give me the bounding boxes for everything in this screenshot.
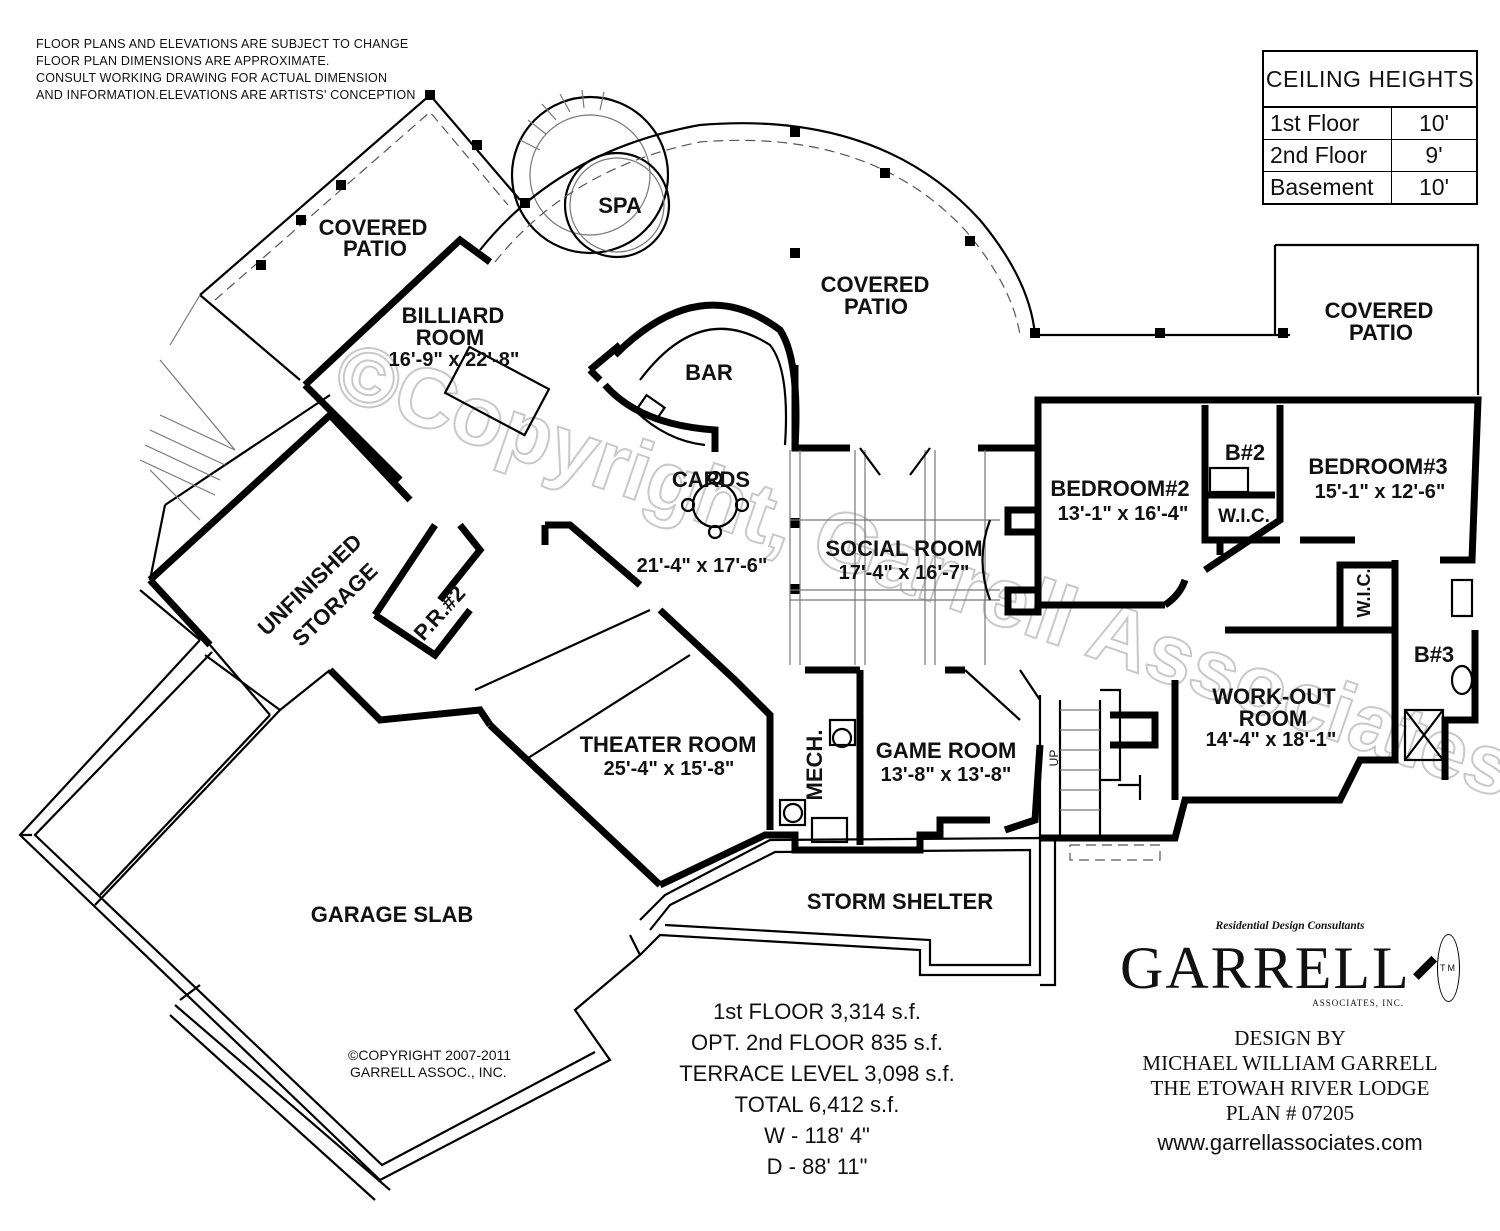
bedroom-2-dimension: 13'-1" x 16'-4": [1058, 503, 1189, 525]
billiard-table: [443, 345, 551, 437]
billiard-room-label: ROOM: [416, 325, 484, 350]
social-room-label: SOCIAL ROOM: [825, 536, 982, 561]
floor-height: 10': [1419, 174, 1449, 200]
main-stair: [1038, 688, 1161, 861]
disclaimer-line: CONSULT WORKING DRAWING FOR ACTUAL DIMEN…: [36, 71, 388, 85]
workout-room-label: WORK-OUT: [1212, 684, 1336, 709]
totals-line: 1st FLOOR 3,314 s.f.: [713, 999, 921, 1024]
disclaimer-line: AND INFORMATION.ELEVATIONS ARE ARTISTS' …: [36, 88, 416, 102]
patio-posts: [256, 90, 1288, 594]
bar-counter: [602, 301, 800, 452]
bath-3-label: B#3: [1414, 642, 1454, 667]
garage-slab-label: GARAGE SLAB: [311, 902, 474, 927]
ceiling-row: 1st Floor 10': [1264, 108, 1476, 140]
center-patio-label: COVERED: [821, 272, 930, 297]
spa-tub: [563, 151, 671, 259]
brand-block: Residential Design Consultants GARRELL T…: [1120, 920, 1460, 1156]
bath-2-label: B#2: [1225, 440, 1265, 465]
floor-name: 2nd Floor: [1264, 140, 1392, 171]
spa-label: SPA: [598, 193, 642, 218]
bedroom-2-label: BEDROOM#2: [1050, 476, 1189, 501]
copyright-line: ©COPYRIGHT 2007-2011: [348, 1047, 511, 1063]
left-patio-label: PATIO: [343, 236, 407, 261]
floor-name: 1st Floor: [1264, 108, 1392, 139]
bar-label: BAR: [685, 360, 733, 385]
left-patio-label: COVERED: [319, 215, 428, 240]
totals-line: TOTAL 6,412 s.f.: [734, 1092, 900, 1117]
workout-room-dimension: 14'-4" x 18'-1": [1206, 729, 1337, 751]
brand-tagline: Residential Design Consultants: [1215, 920, 1365, 932]
totals-line: OPT. 2nd FLOOR 835 s.f.: [691, 1030, 943, 1055]
billiard-room-label: BILLIARD: [402, 303, 505, 328]
cards-label: CARDS: [672, 467, 750, 492]
ceiling-row: 2nd Floor 9': [1264, 140, 1476, 172]
right-patio-label: COVERED: [1325, 298, 1434, 323]
left-patio-edge: [199, 93, 521, 296]
wic-label: W.I.C.: [1218, 506, 1270, 527]
diamond-icon: [1412, 955, 1437, 981]
garage-outline: [18, 394, 642, 1201]
brand-logo: GARRELL TM: [1120, 934, 1460, 1002]
theater-room-label: THEATER ROOM: [580, 732, 757, 757]
spiral-stair: [510, 89, 670, 255]
bedroom-3-label: BEDROOM#3: [1308, 454, 1447, 479]
exterior-steps: [139, 414, 236, 521]
ceiling-heights-table: CEILING HEIGHTS 1st Floor 10' 2nd Floor …: [1262, 50, 1478, 205]
plan-number: PLAN # 07205: [1225, 1101, 1355, 1125]
mech-room-label: MECH.: [802, 730, 827, 801]
disclaimer-line: FLOOR PLAN DIMENSIONS ARE APPROXIMATE.: [36, 54, 330, 68]
right-patio-edge: [1275, 243, 1480, 395]
center-patio-edge: [479, 122, 1037, 336]
workout-room-label: ROOM: [1239, 706, 1307, 731]
copyright-line: GARRELL ASSOC., INC.: [350, 1064, 507, 1080]
storm-shelter-label: STORM SHELTER: [807, 889, 993, 914]
ceiling-row: Basement 10': [1264, 172, 1476, 203]
billiard-room-dimension: 16'-9" x 22'-8": [389, 349, 520, 371]
floor-height: 9': [1425, 142, 1443, 168]
brand-inc: ASSOCIATES, INC.: [1312, 998, 1404, 1008]
totals-line: W - 118' 4": [764, 1123, 870, 1148]
game-room-label: GAME ROOM: [876, 738, 1017, 763]
theater-room-dimension: 25'-4" x 15'-8": [604, 758, 735, 780]
totals-line: TERRACE LEVEL 3,098 s.f.: [679, 1061, 955, 1086]
game-room-dimension: 13'-8" x 13'-8": [881, 764, 1012, 786]
right-patio-label: PATIO: [1349, 320, 1413, 345]
bedroom-3-dimension: 15'-1" x 12'-6": [1315, 481, 1446, 503]
wic-2-label: W.I.C.: [1354, 569, 1374, 618]
floor-name: Basement: [1264, 172, 1392, 203]
lower-walls: [147, 410, 1044, 889]
brand-logo-text: GARRELL: [1120, 935, 1411, 1001]
social-beams: [789, 447, 1000, 665]
center-patio-label: PATIO: [844, 294, 908, 319]
social-room-dimension: 17'-4" x 16'-7": [839, 562, 970, 584]
ceiling-heights-title: CEILING HEIGHTS: [1264, 52, 1476, 108]
plan-name: THE ETOWAH RIVER LODGE: [1150, 1076, 1430, 1100]
floor-height: 10': [1419, 110, 1449, 136]
cards-table: [680, 470, 750, 540]
trademark-mark: TM: [1437, 934, 1460, 1002]
powder-room-label: P.R.#2: [409, 581, 471, 646]
bedroom-closets: [1004, 405, 1399, 634]
plan-credits: DESIGN BY MICHAEL WILLIAM GARRELL THE ET…: [1120, 1026, 1460, 1126]
disclaimer-notes: FLOOR PLANS AND ELEVATIONS ARE SUBJECT T…: [36, 36, 416, 104]
website-url: www.garrellassociates.com: [1157, 1130, 1423, 1155]
workout-walls: [1171, 578, 1474, 800]
square-footage-totals: 1st FLOOR 3,314 s.f. OPT. 2nd FLOOR 835 …: [662, 996, 972, 1182]
totals-line: D - 88' 11": [766, 1154, 868, 1179]
designer-name: MICHAEL WILLIAM GARRELL: [1142, 1051, 1438, 1075]
cards-dimension: 21'-4" x 17'-6": [637, 555, 768, 577]
stair-up-label: UP: [1047, 750, 1061, 767]
design-by: DESIGN BY: [1234, 1026, 1346, 1050]
storm-shelter-outline: [639, 836, 1057, 987]
disclaimer-line: FLOOR PLANS AND ELEVATIONS ARE SUBJECT T…: [36, 37, 409, 51]
